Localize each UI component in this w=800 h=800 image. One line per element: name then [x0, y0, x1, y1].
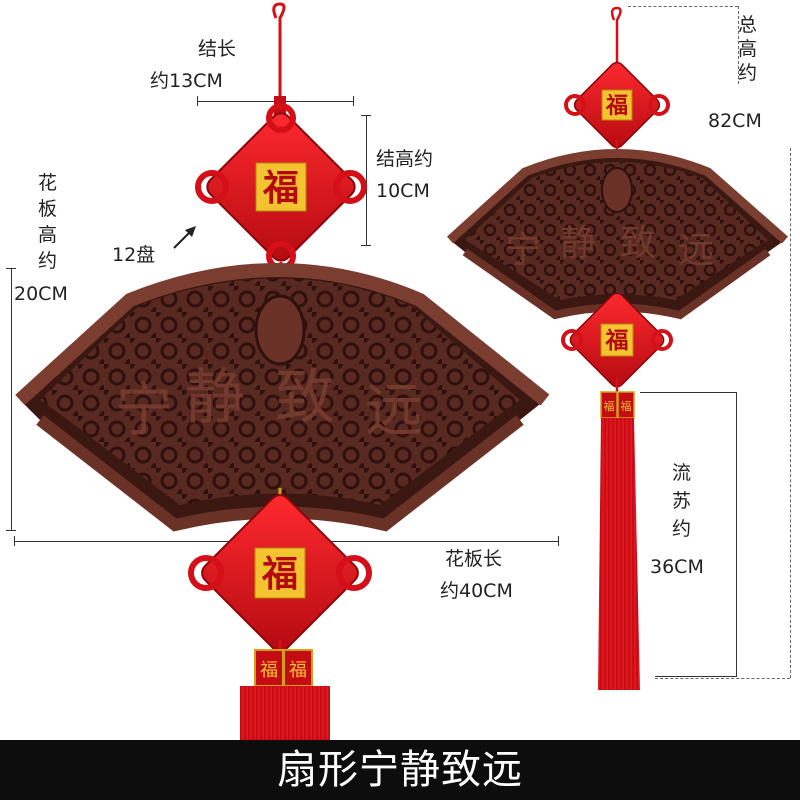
panel-height-label-line1: 花 — [38, 172, 58, 194]
knot-length-label-line1: 结长 — [198, 38, 237, 60]
svg-text:致: 致 — [275, 363, 335, 433]
panel-length-tick-left — [14, 536, 15, 546]
knot-length-tick-left — [197, 96, 198, 106]
right-ornament: 福 宁 静 致 远 福 福 福 — [446, 6, 788, 690]
title-bar — [0, 740, 800, 800]
right-bottom-knot: 福 — [561, 292, 673, 388]
total-height-top-guide — [628, 6, 738, 7]
panel-height-tick-bottom — [6, 530, 16, 531]
total-height-label-line3: 约 — [738, 62, 758, 84]
right-top-knot-fu: 福 — [605, 93, 628, 119]
knot-height-tick-top — [361, 115, 371, 116]
left-ornament: 福 宁 静 致 远 福 — [15, 2, 550, 746]
left-top-knot: 福 — [195, 103, 367, 271]
tassel-length-label-line3: 约 — [672, 518, 692, 540]
panel-height-label-line5: 20CM — [14, 283, 68, 305]
panel-length-label-line2: 约40CM — [440, 580, 513, 602]
svg-text:远: 远 — [365, 376, 423, 444]
right-tassels: 福 福 — [598, 391, 640, 690]
knot-height-label-line1: 结高约 — [376, 148, 434, 170]
svg-text:远: 远 — [678, 230, 714, 271]
panel-length-tick-right — [558, 536, 559, 546]
coils-label: 12盘 — [112, 244, 156, 266]
right-fan-panel: 宁 静 致 远 — [446, 149, 788, 320]
svg-text:宁: 宁 — [115, 376, 173, 444]
coils-arrow-icon — [173, 226, 196, 249]
knot-height-label-line2: 10CM — [376, 180, 430, 202]
svg-text:福: 福 — [621, 399, 632, 413]
tassel-length-label-line1: 流 — [672, 462, 692, 484]
tassel-length-label-line4: 36CM — [650, 556, 704, 578]
product-title: 扇形宁静致远 — [277, 747, 523, 793]
total-height-guide-upper — [738, 6, 739, 84]
left-top-knot-fu: 福 — [262, 167, 299, 209]
panel-height-dimension-line — [11, 268, 12, 530]
total-height-bottom-guide — [655, 678, 790, 679]
svg-text:静: 静 — [185, 363, 245, 433]
svg-text:静: 静 — [560, 223, 596, 264]
panel-length-label-line1: 花板长 — [445, 548, 503, 570]
right-top-cord — [610, 6, 622, 70]
knot-height-tick-bottom — [361, 245, 371, 246]
right-bottom-knot-fu: 福 — [605, 327, 629, 354]
panel-height-label-line2: 板 — [38, 198, 58, 220]
svg-text:致: 致 — [620, 223, 656, 264]
total-height-label-line1: 总 — [738, 14, 758, 36]
total-height-label-line2: 高 — [738, 38, 758, 60]
knot-length-label-line2: 约13CM — [150, 70, 223, 92]
svg-text:福: 福 — [604, 399, 615, 413]
panel-height-label-line3: 高 — [38, 224, 58, 246]
svg-text:福: 福 — [260, 660, 278, 681]
tassel-bottom-guide — [655, 676, 737, 677]
panel-height-label-line4: 约 — [38, 250, 58, 272]
svg-text:福: 福 — [289, 660, 307, 681]
left-bottom-knot-fu: 福 — [261, 553, 298, 595]
knot-height-dimension-line — [366, 115, 367, 245]
left-fan-panel: 宁 静 致 远 — [15, 263, 550, 532]
total-height-guide-lower — [790, 148, 791, 678]
tassel-length-label-line2: 苏 — [672, 490, 692, 512]
left-top-cord — [272, 2, 286, 120]
right-top-knot: 福 — [564, 61, 670, 149]
knot-length-tick-right — [353, 96, 354, 106]
left-tassels: 福 福 — [240, 649, 330, 746]
tassel-top-guide — [640, 392, 736, 393]
tassel-length-dimension-line — [736, 392, 737, 676]
svg-text:宁: 宁 — [505, 230, 541, 271]
panel-height-tick-top — [6, 268, 16, 269]
total-height-label-line4: 82CM — [708, 110, 762, 132]
left-bottom-knot: 福 — [188, 494, 372, 652]
